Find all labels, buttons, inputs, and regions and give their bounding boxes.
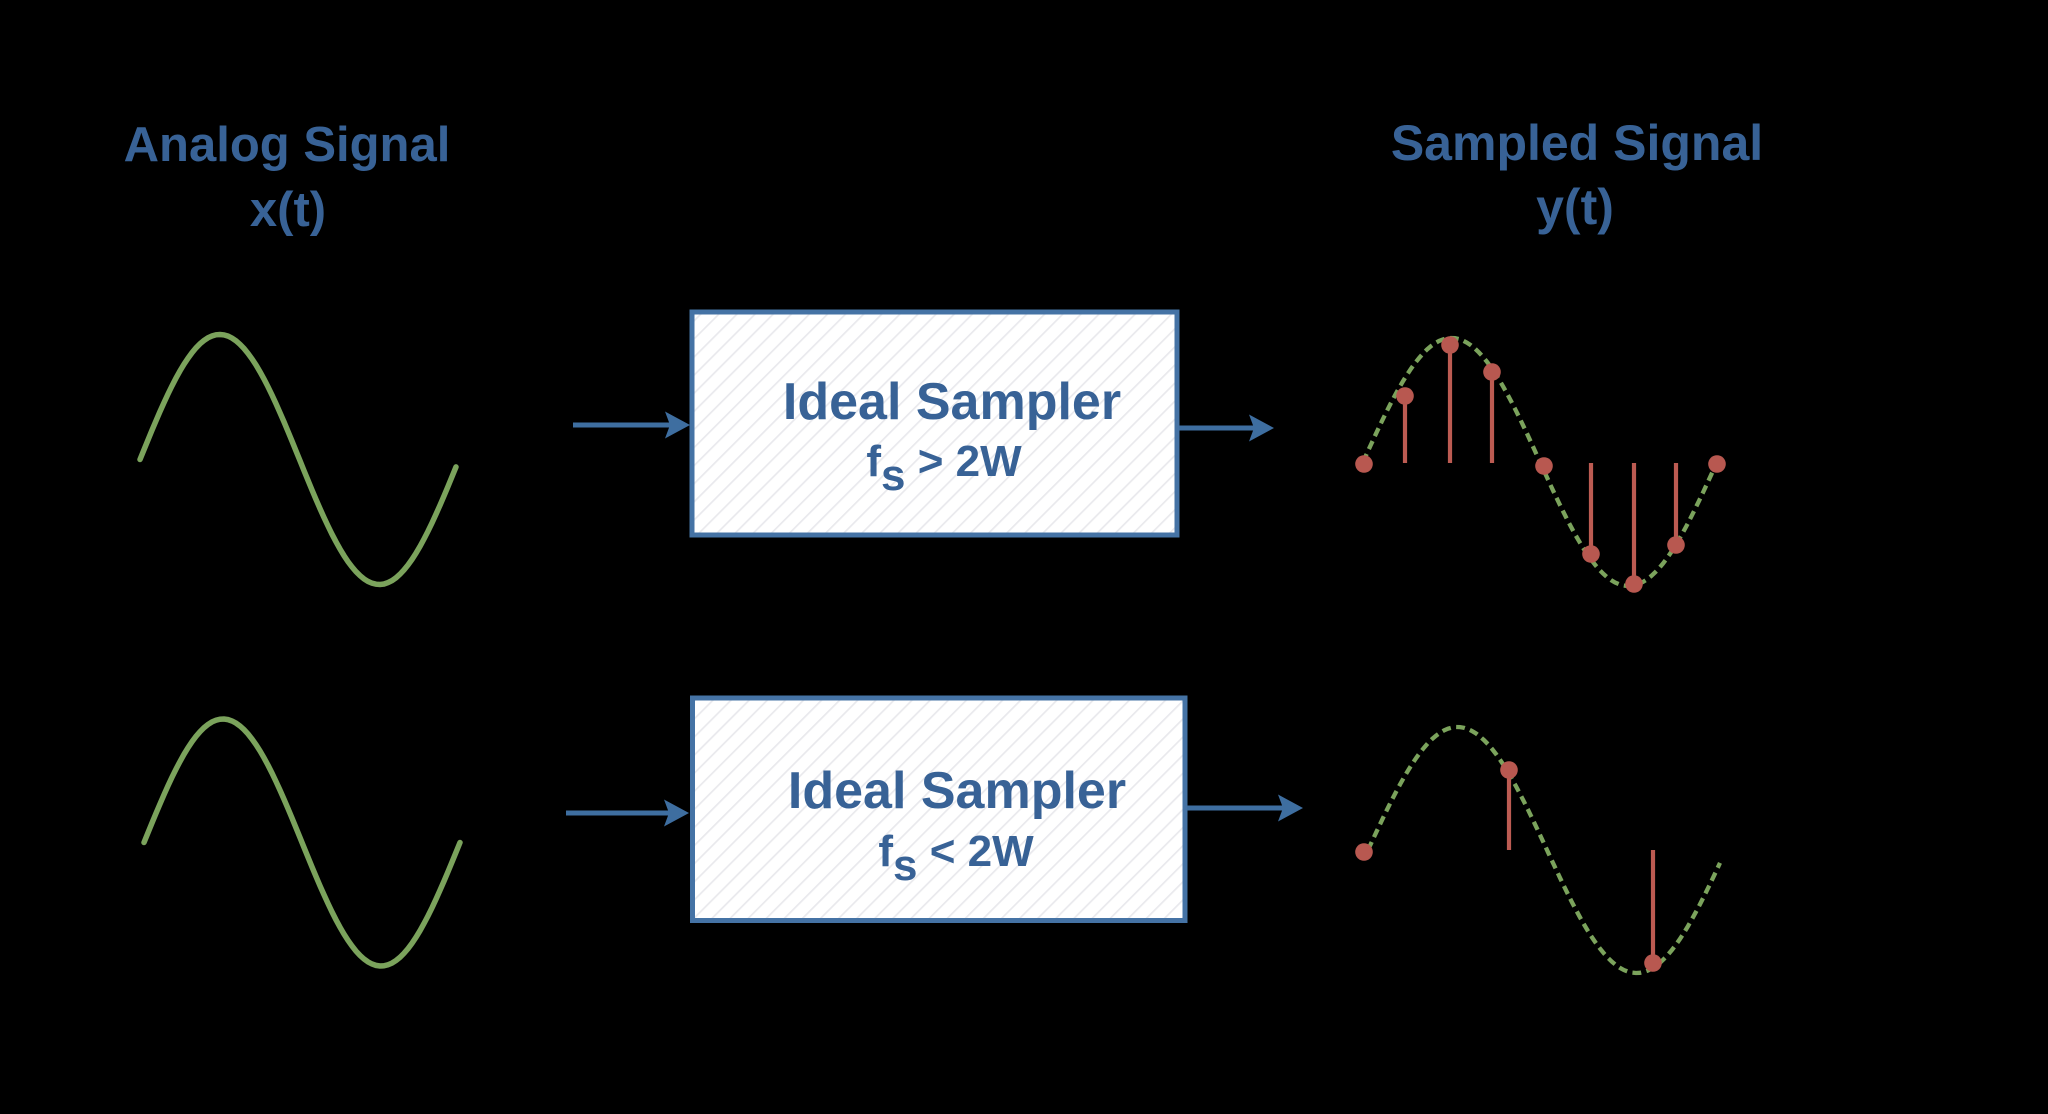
svg-text:Analog Signal: Analog Signal bbox=[124, 118, 451, 172]
svg-text:Ideal Sampler: Ideal Sampler bbox=[788, 762, 1126, 820]
svg-text:fs < 2W: fs < 2W bbox=[878, 827, 1034, 890]
svg-text:x(t): x(t) bbox=[250, 183, 326, 237]
svg-text:Ideal Sampler: Ideal Sampler bbox=[783, 373, 1121, 431]
svg-text:Sampled Signal: Sampled Signal bbox=[1391, 115, 1763, 171]
svg-text:y(t): y(t) bbox=[1536, 179, 1614, 235]
